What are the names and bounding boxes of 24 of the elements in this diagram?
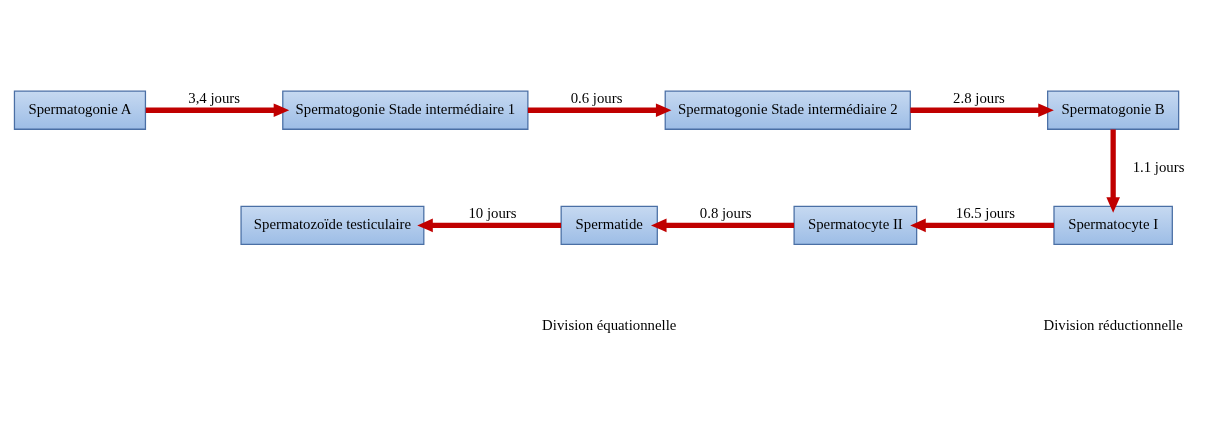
arrow xyxy=(527,102,672,117)
node-box: Spermatide xyxy=(560,205,658,245)
node-box: Spermatocyte II xyxy=(793,205,918,245)
node-box: Spermatogonie A xyxy=(13,90,147,130)
edge-label: 0.6 jours xyxy=(570,89,623,106)
node-box: Spermatogonie Stade intermédiaire 1 xyxy=(282,90,529,130)
arrow xyxy=(650,218,795,232)
edge-label: 0.8 jours xyxy=(699,204,752,221)
arrow xyxy=(417,218,562,232)
node-box: Spermatozoïde testiculaire xyxy=(240,205,425,245)
arrow xyxy=(145,102,290,117)
node-box: Spermatocyte I xyxy=(1053,205,1173,245)
edge-label: 3,4 jours xyxy=(188,89,240,106)
edge-label: 16.5 jours xyxy=(955,204,1015,221)
label: Division équationnelle xyxy=(542,316,677,333)
edge-label: 10 jours xyxy=(468,204,517,221)
arrow xyxy=(1106,128,1120,213)
arrow xyxy=(910,102,1054,117)
node-box: Spermatogonie B xyxy=(1047,90,1180,130)
edge-label: 1.1 jours xyxy=(1132,158,1185,175)
label: Division réductionnelle xyxy=(1043,316,1183,333)
arrow xyxy=(910,218,1054,232)
node-box: Spermatogonie Stade intermédiaire 2 xyxy=(664,90,911,130)
edge-label: 2.8 jours xyxy=(953,89,1005,106)
